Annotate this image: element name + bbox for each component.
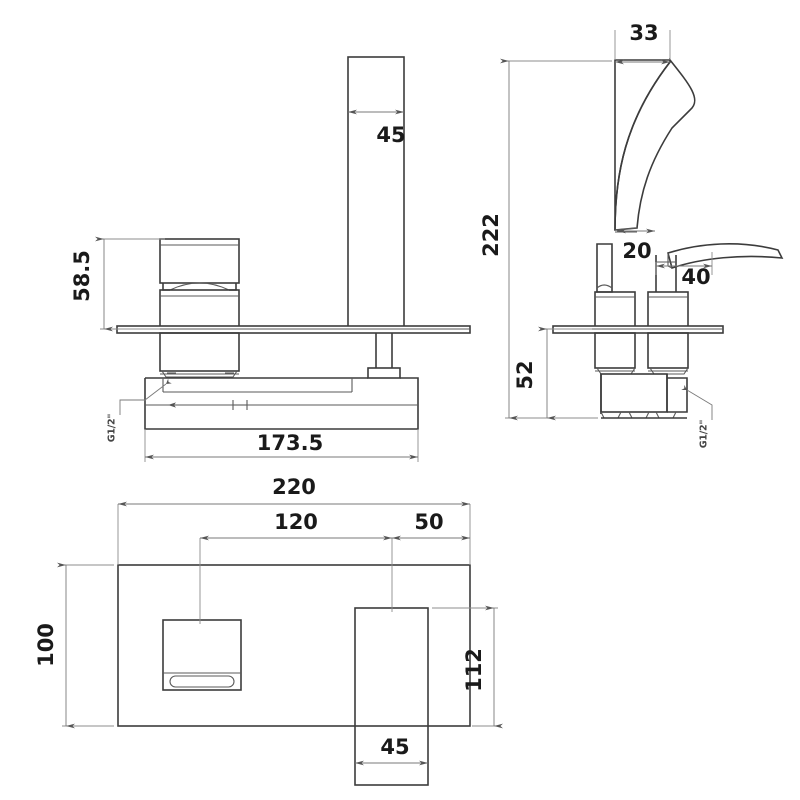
dimension-label-222: 222 (479, 213, 503, 257)
mounting-plate-front (116, 325, 471, 334)
annotation-front-g12: G1/2" (107, 378, 172, 443)
dimension-label-45-front: 45 (376, 123, 405, 147)
dimension-plan-45: 45 (355, 735, 428, 766)
dimension-label-40: 40 (681, 265, 710, 289)
dimension-plan-120: 120 (199, 510, 393, 624)
dimension-label-112: 112 (462, 648, 486, 692)
spout-body-front (347, 56, 405, 329)
dimension-label-20: 20 (622, 239, 651, 263)
handle-plan (162, 619, 242, 691)
dimension-plan-100: 100 (34, 562, 114, 729)
shanks-side (594, 332, 689, 375)
dimension-label-52: 52 (513, 360, 537, 389)
dimension-side-20: 20 (617, 228, 655, 263)
dimension-front-58-5: 58.5 (70, 236, 165, 332)
dimension-side-33: 33 (614, 21, 671, 65)
spout-body-side (614, 57, 696, 233)
valve-body-side (600, 373, 688, 419)
escutcheon-plate-plan (117, 564, 471, 727)
dimension-front-173-5: 173.5 (144, 429, 419, 462)
dimension-label-173-5: 173.5 (257, 431, 323, 455)
view-front-elevation: 45 58.5 173.5 G1/2" (70, 56, 471, 462)
handle-shank-front (159, 332, 240, 378)
dimension-plan-220: 220 (117, 475, 471, 565)
mounting-plate-side (552, 325, 724, 334)
dimension-side-40: 40 (655, 252, 713, 289)
view-plan: 220 120 50 100 112 (34, 475, 503, 786)
view-side-elevation: 33 222 20 40 52 (479, 21, 784, 449)
annotation-side-g12: G1/2" (681, 384, 713, 449)
dimension-plan-112: 112 (432, 605, 503, 729)
spout-shank-front (367, 333, 401, 379)
dimension-label-50: 50 (414, 510, 443, 534)
spout-plan (354, 607, 429, 786)
handle-assembly-front (159, 238, 240, 328)
dimension-label-45-plan: 45 (380, 735, 409, 759)
dimension-label-220: 220 (272, 475, 316, 499)
valve-body-front (144, 377, 419, 430)
dimension-label-58-5: 58.5 (70, 250, 94, 302)
dimension-front-45: 45 (348, 109, 406, 147)
dimension-label-33: 33 (629, 21, 658, 45)
thread-label-side: G1/2" (699, 420, 710, 449)
dimension-plan-50: 50 (392, 510, 470, 541)
thread-label-front: G1/2" (107, 414, 118, 443)
dimension-label-120: 120 (274, 510, 318, 534)
dimension-label-100: 100 (34, 623, 58, 667)
dimension-side-222: 222 (479, 58, 612, 421)
dimension-side-52: 52 (513, 326, 598, 421)
